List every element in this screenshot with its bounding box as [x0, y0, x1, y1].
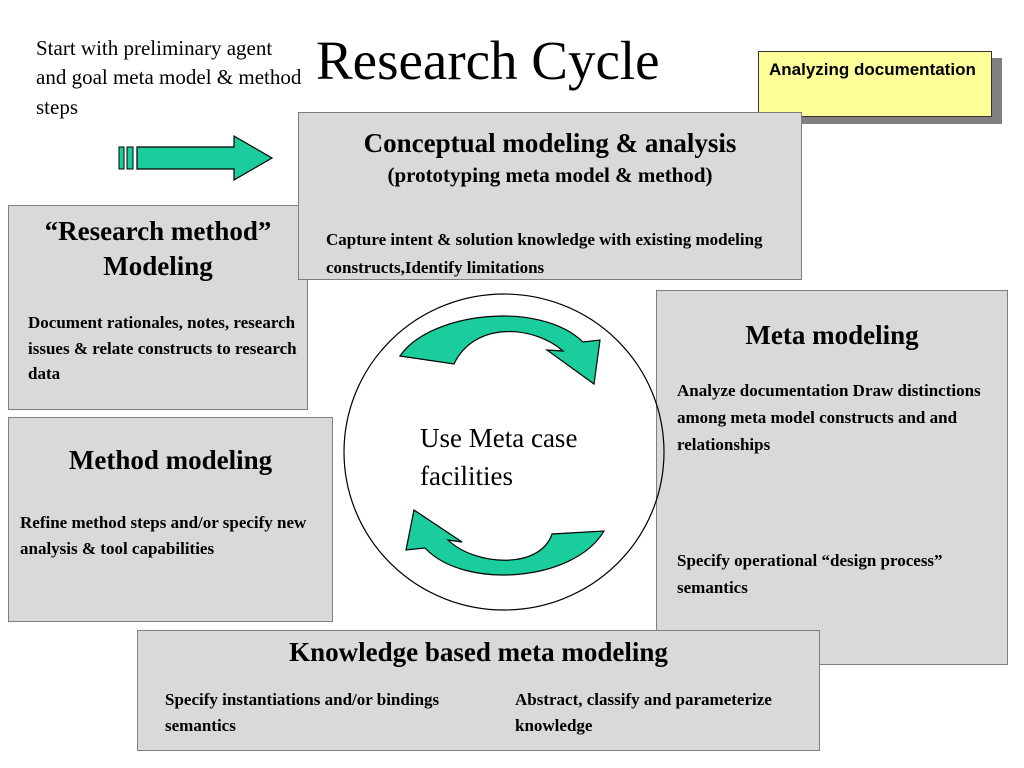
method-modeling-box: Method modeling Refine method steps and/…	[8, 417, 333, 622]
research-method-body: Document rationales, notes, research iss…	[28, 313, 297, 383]
meta-modeling-body-2: Specify operational “design process” sem…	[677, 551, 943, 598]
research-method-modeling-box: “Research method” Modeling Document rati…	[8, 205, 308, 410]
conceptual-modeling-body: Capture intent & solution knowledge with…	[326, 230, 763, 278]
research-method-title: “Research method” Modeling	[9, 210, 307, 280]
start-arrow-icon	[118, 134, 274, 182]
cycle-arrow-top-icon	[398, 315, 601, 386]
meta-modeling-box: Meta modeling Analyze documentation Draw…	[656, 290, 1008, 665]
knowledge-body-right: Abstract, classify and parameterize know…	[515, 690, 772, 735]
cycle-arrow-bottom-icon	[405, 509, 606, 576]
method-modeling-title: Method modeling	[68, 445, 273, 475]
knowledge-body-left: Specify instantiations and/or bindings s…	[165, 690, 440, 735]
knowledge-meta-modeling-box: Knowledge based meta modeling Specify in…	[137, 630, 820, 751]
research-method-title-line2: Modeling	[103, 251, 213, 282]
conceptual-modeling-subtitle: (prototyping meta model & method)	[387, 163, 713, 188]
conceptual-modeling-title: Conceptual modeling & analysis	[363, 128, 737, 158]
conceptual-modeling-box: Conceptual modeling & analysis (prototyp…	[298, 112, 802, 280]
research-method-title-line1: “Research method”	[44, 216, 272, 246]
analyzing-documentation-note: Analyzing documentation	[758, 51, 992, 117]
start-note: Start with preliminary agent and goal me…	[36, 36, 302, 119]
meta-modeling-body-1: Analyze documentation Draw distinctions …	[677, 381, 981, 455]
knowledge-meta-modeling-title: Knowledge based meta modeling	[289, 637, 668, 667]
page-title: Research Cycle	[316, 30, 660, 91]
cycle-center-label: Use Meta case facilities	[420, 423, 578, 491]
meta-modeling-title: Meta modeling	[745, 320, 919, 350]
method-modeling-body: Refine method steps and/or specify new a…	[20, 513, 307, 558]
